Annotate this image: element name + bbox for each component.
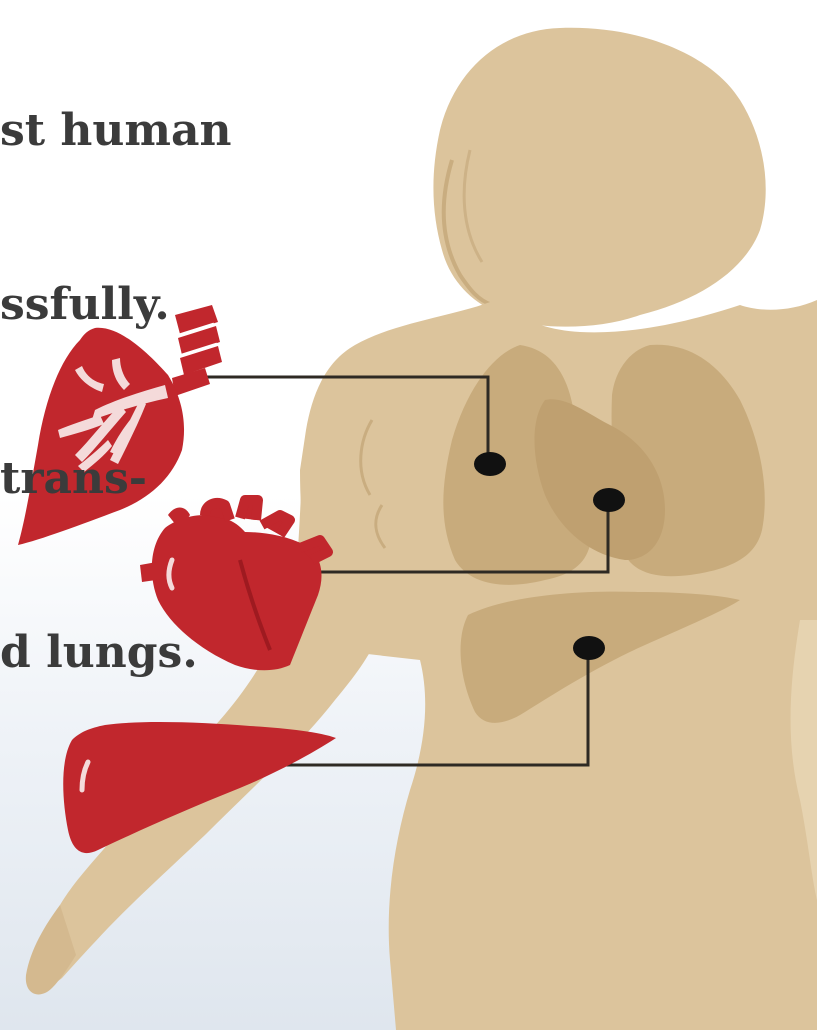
caption-line-3: trans- xyxy=(0,450,320,508)
caption: st human ssfully. trans- d lungs. xyxy=(0,0,320,798)
liver-marker-dot xyxy=(573,636,605,660)
caption-line-1: st human xyxy=(0,102,320,160)
heart-marker-dot xyxy=(593,488,625,512)
lungs-marker-dot xyxy=(474,452,506,476)
caption-line-2: ssfully. xyxy=(0,276,320,334)
caption-line-4: d lungs. xyxy=(0,624,320,682)
head-and-hair xyxy=(433,28,765,327)
